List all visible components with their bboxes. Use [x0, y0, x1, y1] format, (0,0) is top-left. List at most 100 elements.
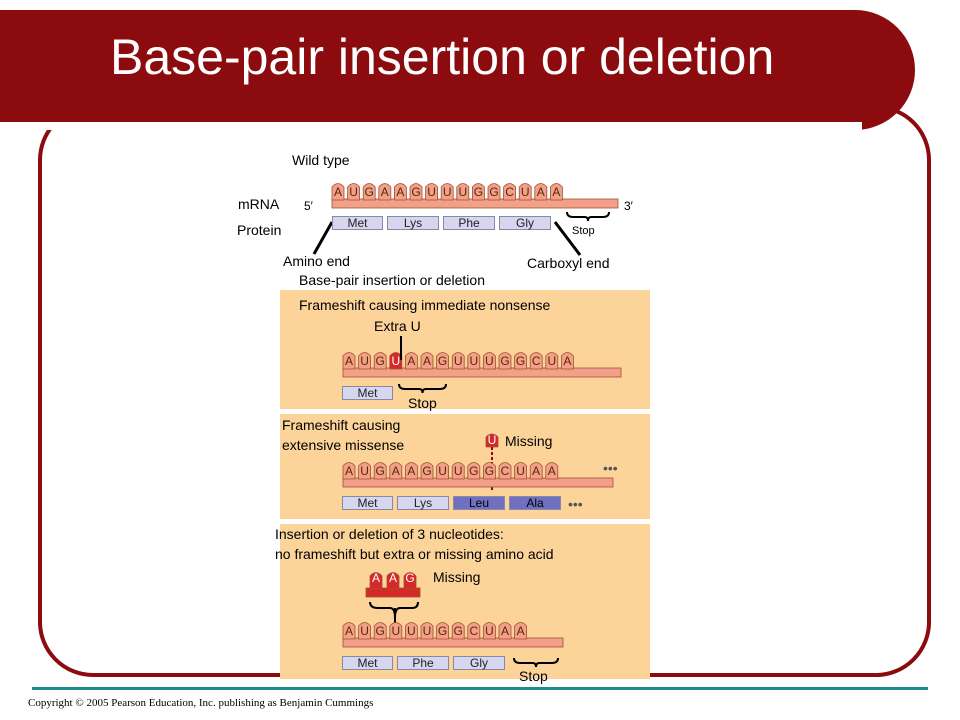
- wild-type-base-0: [331, 183, 345, 201]
- panel2-ellipsis-mrna: •••: [603, 460, 618, 476]
- panel3-title-line2: no frameshift but extra or missing amino…: [275, 546, 554, 562]
- three-prime-label: 3′: [624, 199, 633, 213]
- panel2-base-3: [389, 462, 403, 480]
- panel3-stop-label: Stop: [519, 668, 548, 684]
- panel3-missing-base-1: [386, 572, 400, 590]
- panel1-base-2: [373, 352, 387, 370]
- panel3-base-6: [436, 622, 449, 640]
- panel3-base-2: [373, 622, 387, 640]
- amino-end-pointer: [312, 221, 334, 255]
- wild-type-base-letter-1: U: [349, 185, 358, 199]
- panel1-base-5: [420, 352, 434, 370]
- copyright: Copyright © 2005 Pearson Education, Inc.…: [28, 697, 374, 709]
- panel2-base-7: [451, 462, 465, 480]
- panel3-amino-met: Met: [342, 656, 393, 670]
- panel3-amino-gly: Gly: [453, 656, 505, 670]
- wild-type-base-letter-11: C: [505, 185, 514, 199]
- panel2-base-12: [529, 462, 543, 480]
- panel1-base-letter-1: U: [360, 354, 369, 368]
- panel2-missing-base-letter: U: [487, 433, 497, 447]
- panel2-missing-base-tab: [485, 433, 499, 448]
- panel1-base-9: [483, 352, 496, 370]
- panel1-amino-met: Met: [342, 386, 393, 400]
- panel2-amino-leu: Leu: [453, 496, 505, 510]
- panel3-base-letter-10: A: [500, 624, 509, 638]
- panel3-missing-base-letter-0: A: [371, 571, 380, 585]
- carboxyl-end-label: Carboxyl end: [527, 255, 610, 271]
- wild-type-base-4: [394, 183, 407, 201]
- panel2-base-6: [436, 462, 449, 480]
- wild-type-base-letter-7: U: [442, 185, 452, 199]
- panel1-base-letter-14: A: [563, 354, 572, 368]
- panel3-base-letter-5: U: [422, 624, 432, 638]
- panel2-base-letter-13: A: [547, 464, 556, 478]
- panel2-base-letter-3: A: [391, 464, 400, 478]
- panel1-base-letter-13: U: [547, 354, 557, 368]
- panel2-base-4: [405, 462, 418, 480]
- wild-type-base-letter-3: A: [380, 185, 389, 199]
- panel3-amino-phe: Phe: [397, 656, 449, 670]
- panel3-base-letter-9: U: [485, 624, 494, 638]
- wild-type-base-letter-0: A: [333, 185, 342, 199]
- panel3-base-letter-2: G: [375, 624, 385, 638]
- wild-type-base-letter-13: A: [536, 185, 545, 199]
- panel3-base-letter-4: U: [407, 624, 416, 638]
- panel1-stop-label: Stop: [408, 395, 437, 411]
- title-rule: [0, 122, 862, 130]
- panel2-base-letter-8: G: [469, 464, 479, 478]
- panel3-base-4: [405, 622, 418, 640]
- panel1-base-letter-7: U: [453, 354, 463, 368]
- panel2-base-13: [545, 462, 559, 480]
- panel1-base-1: [358, 352, 371, 370]
- panel3-base-letter-8: C: [469, 624, 479, 638]
- amino-end-label: Amino end: [283, 253, 350, 269]
- wild-type-base-letter-10: G: [489, 185, 499, 199]
- panel3-base-letter-6: G: [437, 624, 448, 638]
- panel2-title-line1: Frameshift causing: [282, 417, 401, 433]
- panel1-backbone: [342, 367, 622, 378]
- panel3-base-10: [498, 622, 512, 640]
- wild-type-base-letter-4: A: [396, 185, 405, 199]
- panel1-base-letter-4: A: [407, 354, 416, 368]
- panel2-amino-met: Met: [342, 496, 393, 510]
- wild-type-base-letter-2: G: [364, 185, 374, 199]
- wild-type-amino-met: Met: [332, 216, 383, 230]
- wild-type-base-10: [487, 183, 501, 201]
- panel2-base-letter-0: A: [344, 464, 353, 478]
- panel1-base-letter-3: U: [391, 354, 401, 368]
- panel3-missing-base-2: [403, 572, 417, 590]
- panel1-base-0: [342, 352, 356, 370]
- panel2-base-2: [373, 462, 387, 480]
- panel-triplet-deletion: [280, 524, 650, 679]
- panel2-base-letter-6: U: [438, 464, 447, 478]
- wild-type-base-9: [472, 183, 485, 201]
- panel2-base-letter-7: U: [453, 464, 463, 478]
- wild-type-base-2: [362, 183, 376, 201]
- panel-immediate-nonsense: [280, 290, 650, 409]
- wild-type-base-letter-12: U: [520, 185, 530, 199]
- panel2-ellipsis-protein: •••: [568, 496, 583, 512]
- wild-type-stop-brace: [566, 211, 610, 222]
- section-heading: Base-pair insertion or deletion: [299, 272, 485, 288]
- panel3-missing-base-letter-1: A: [388, 571, 397, 585]
- panel1-base-letter-6: G: [437, 354, 448, 368]
- protein-label: Protein: [237, 222, 282, 238]
- wild-type-base-3: [378, 183, 392, 201]
- panel1-base-letter-8: U: [469, 354, 479, 368]
- wild-type-amino-lys: Lys: [387, 216, 439, 230]
- panel3-missing-base-0: [369, 572, 383, 590]
- panel2-base-letter-1: U: [360, 464, 369, 478]
- panel3-base-0: [342, 622, 356, 640]
- wild-type-base-letter-8: U: [458, 185, 468, 199]
- panel3-base-7: [451, 622, 465, 640]
- wild-type-base-letter-9: G: [473, 185, 484, 199]
- panel3-base-letter-0: A: [344, 624, 353, 638]
- panel1-base-12: [529, 352, 543, 370]
- wild-type-base-letter-14: A: [552, 185, 561, 199]
- panel3-base-11: [514, 622, 527, 640]
- panel2-base-9: [483, 462, 496, 480]
- panel1-base-10: [498, 352, 512, 370]
- panel3-base-9: [483, 622, 496, 640]
- panel1-title: Frameshift causing immediate nonsense: [299, 297, 551, 313]
